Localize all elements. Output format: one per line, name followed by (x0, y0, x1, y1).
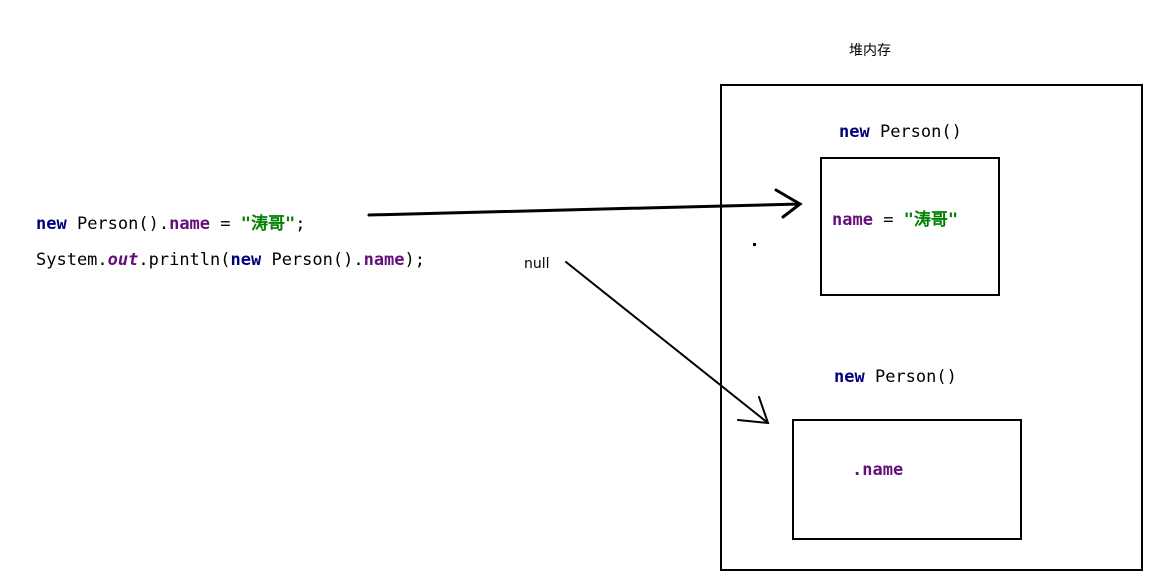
string-value: "涛哥" (903, 210, 959, 230)
class-name: Person() (869, 122, 962, 142)
new-keyword: new (834, 367, 865, 387)
class-name: Person() (864, 367, 957, 387)
field-name: name (363, 250, 405, 270)
new-keyword: new (839, 122, 870, 142)
closing-paren: ); (404, 250, 426, 270)
arrow-to-object1 (367, 188, 803, 219)
code-line-2: System.out.println(new Person().name); (36, 250, 425, 270)
object2-box (792, 419, 1022, 540)
object1-box (820, 157, 1000, 296)
semicolon: ; (295, 214, 306, 234)
new-keyword: new (36, 214, 67, 234)
heap-title: 堆内存 (849, 43, 891, 59)
println-call: .println( (138, 250, 231, 270)
assign-operator: = (872, 210, 904, 230)
system-class: System. (36, 250, 108, 270)
object1-field: name = "涛哥" (832, 210, 958, 230)
null-label: null (524, 256, 550, 272)
class-name: Person(). (66, 214, 170, 234)
field-name: name (169, 214, 211, 234)
field-name: name (832, 210, 873, 230)
field-name: .name (852, 460, 904, 480)
object1-header: new Person() (839, 122, 962, 142)
heap-memory-box (720, 84, 1143, 571)
arrow-to-object2 (565, 261, 770, 425)
object2-header: new Person() (834, 367, 957, 387)
stray-dot (753, 243, 756, 246)
object2-field: .name (852, 460, 903, 480)
code-line-1: new Person().name = "涛哥"; (36, 214, 305, 234)
out-field: out (107, 250, 139, 270)
class-name: Person(). (261, 250, 364, 270)
new-keyword: new (230, 250, 262, 270)
assign-operator: = (210, 214, 241, 234)
string-value: "涛哥" (240, 214, 296, 234)
